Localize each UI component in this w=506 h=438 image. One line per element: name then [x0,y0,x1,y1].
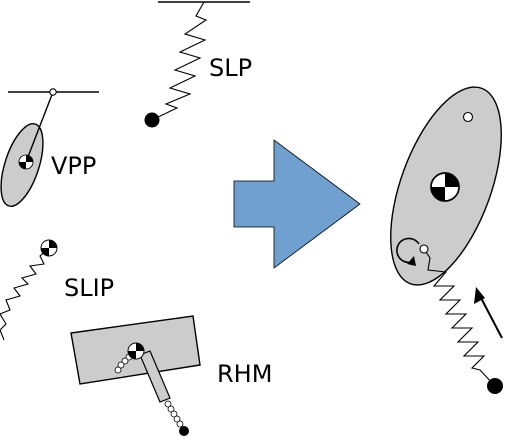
rhm-leg-spring-coils [164,400,184,428]
slp-point-mass [144,112,160,128]
force-arrowhead [474,287,485,304]
vpp-model: VPP [0,88,99,207]
slp-spring [151,1,208,121]
combined-model [390,86,503,394]
vpp-com-icon [19,155,33,169]
rhm-model: RHM [70,315,272,436]
slp-model: SLP [144,1,252,128]
combined-com-icon [431,173,459,201]
rhm-com-icon [128,343,144,359]
rhm-foot-mass [179,426,189,436]
rhm-leg-segment [139,350,171,403]
rhm-label: RHM [217,360,272,388]
vpp-label: VPP [51,152,96,180]
force-arrow-shaft [479,295,503,339]
slip-model: SLIP [0,240,114,341]
slp-label: SLP [209,54,252,82]
vpp-virtual-leg [25,91,54,163]
hip-torque-arc [396,237,420,264]
combined-foot-mass [487,378,503,394]
slip-label: SLIP [64,274,114,302]
combined-upper-point [462,111,474,123]
combined-leg-spring [423,248,496,387]
slip-com-icon [41,240,57,256]
slip-spring [0,247,50,341]
transition-arrow [233,139,361,269]
combined-hip-point [419,244,429,254]
vpp-pivot-point [49,88,57,96]
hip-torque-arrowhead [407,256,416,266]
